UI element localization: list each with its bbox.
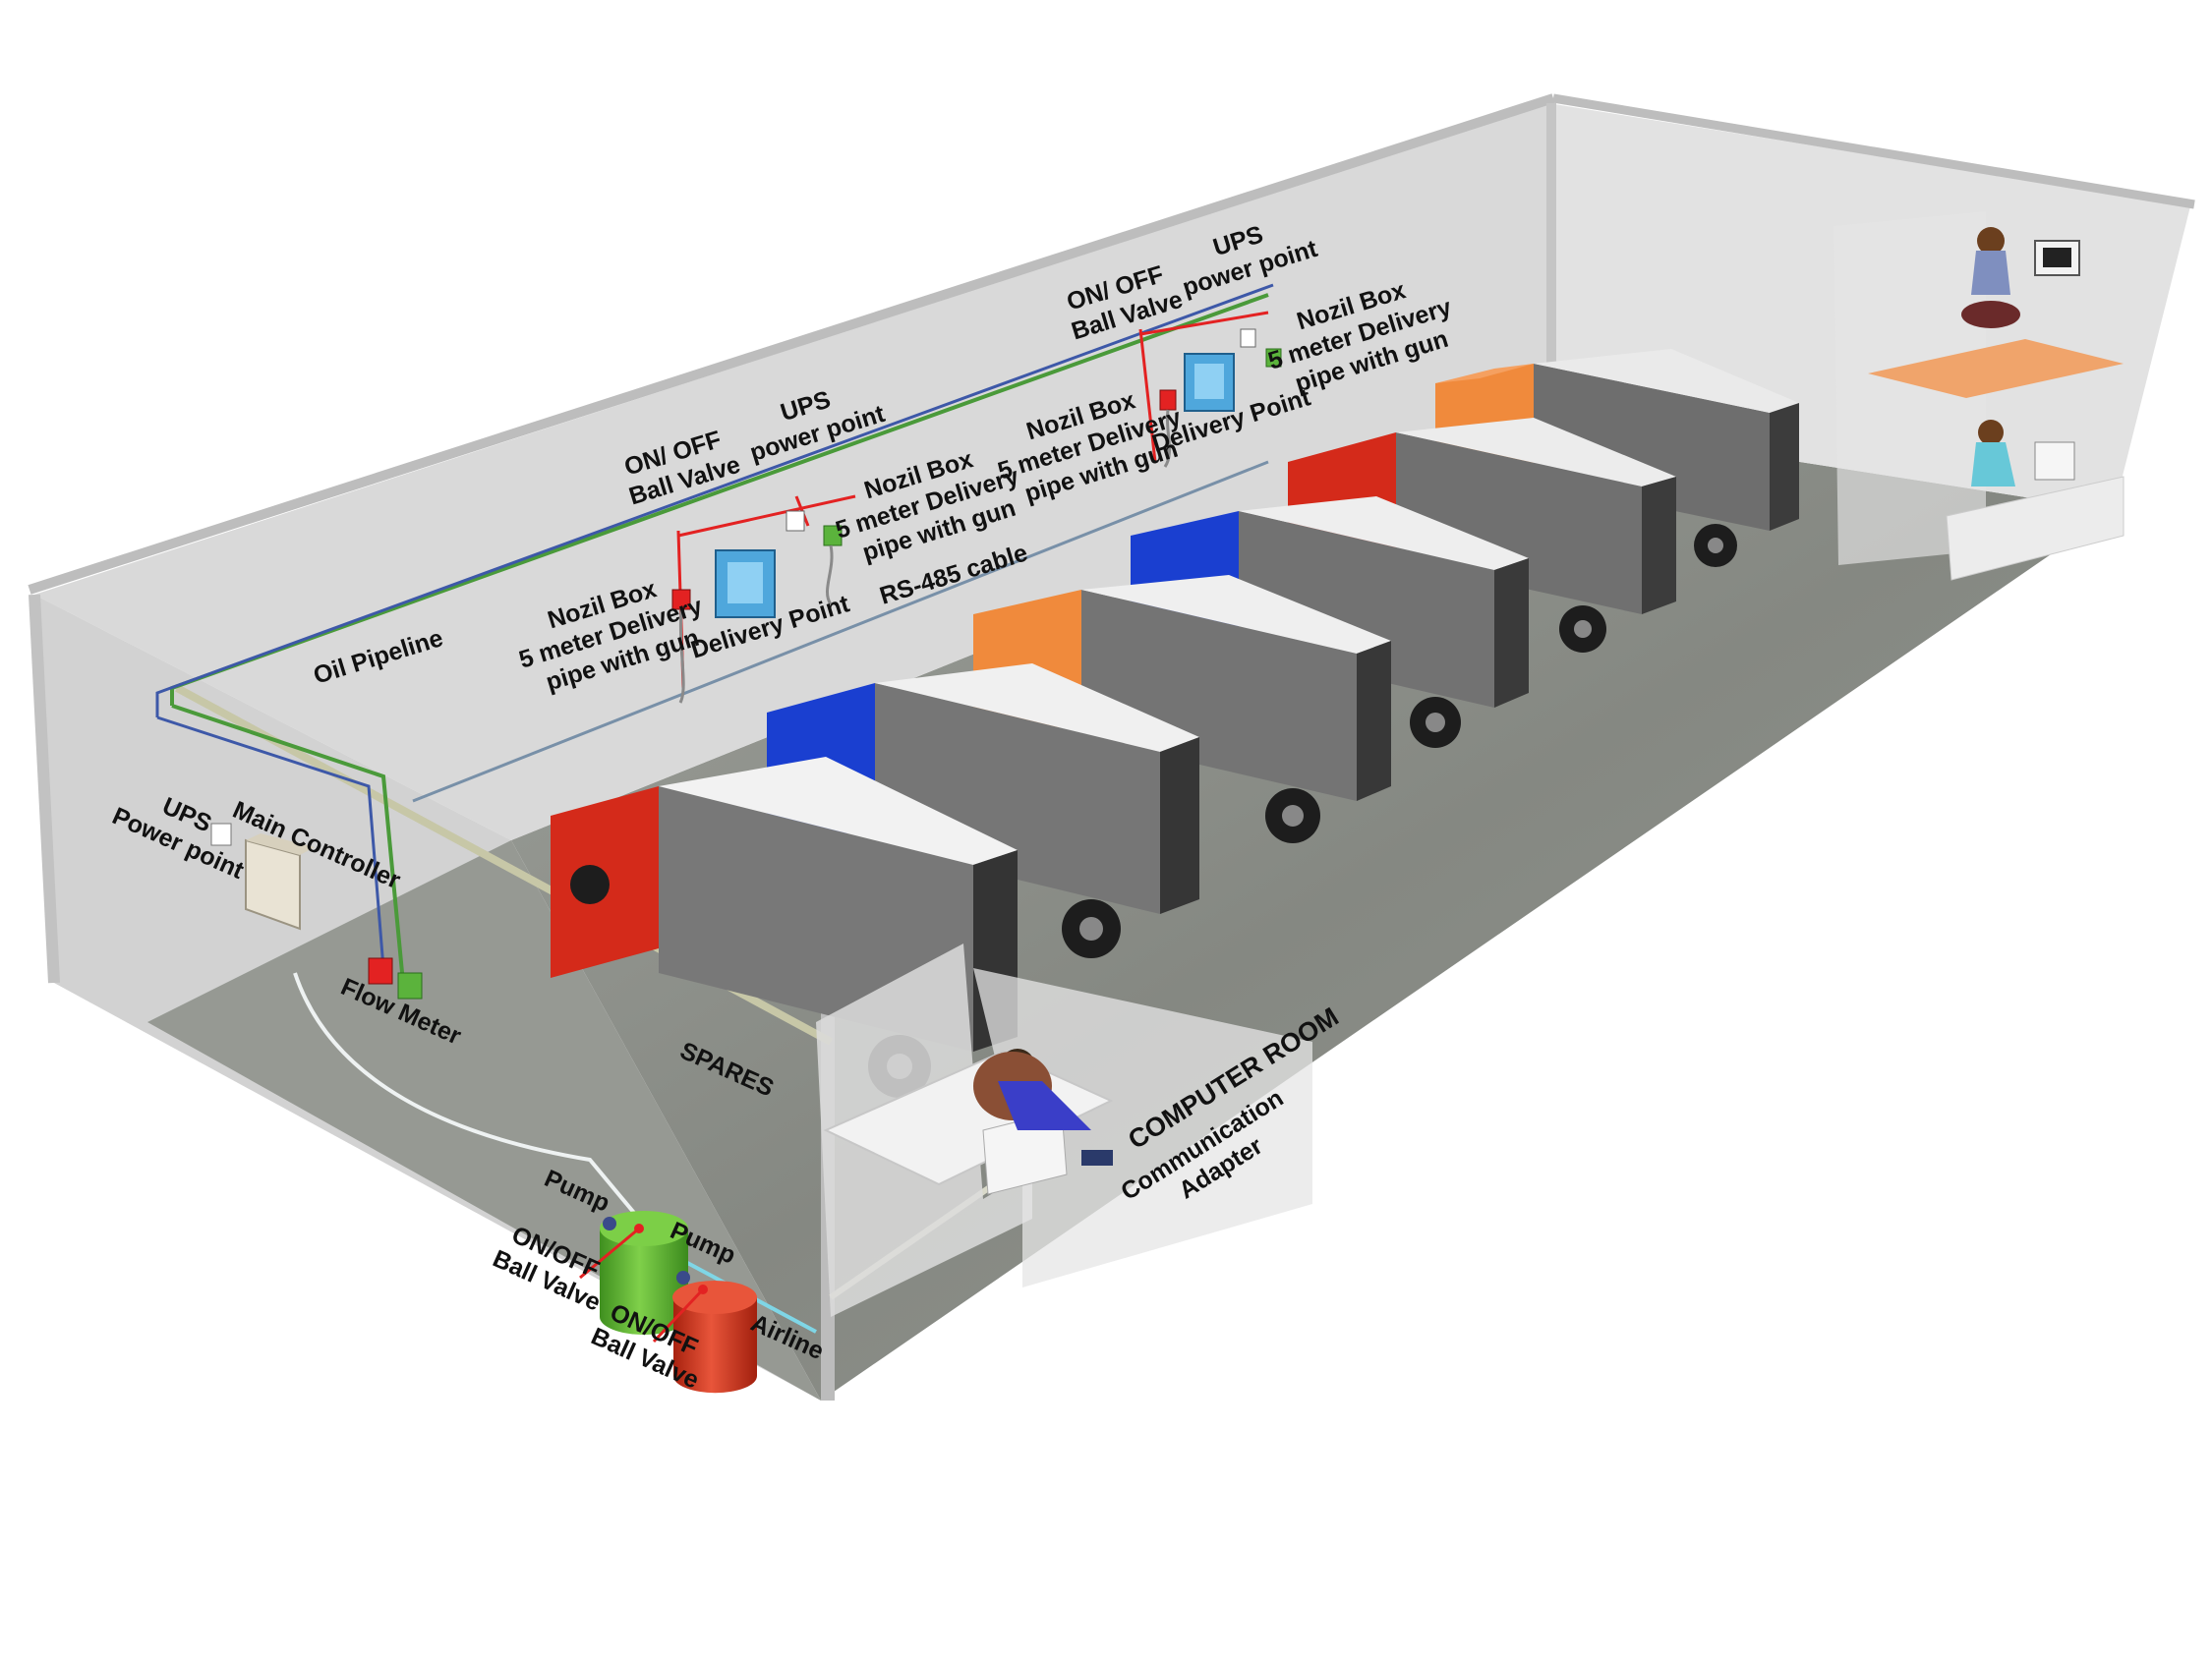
operator-body: [998, 1081, 1091, 1130]
nozil-box-2: [1265, 348, 1282, 368]
flow-meter-green: [397, 972, 423, 1000]
pump-2: [676, 1271, 690, 1285]
ups-power-point-2: [1240, 328, 1256, 348]
delivery-hose-2: [1163, 409, 1172, 468]
office-computer-lower: [2034, 441, 2075, 481]
storage-tanks: [579, 1211, 757, 1394]
office-chair: [1961, 301, 2020, 328]
right-wall-top-edge: [1552, 93, 2195, 209]
mezzanine-office: [1834, 211, 2125, 581]
corner-post-left: [29, 594, 60, 984]
oil-pipeline-upper: [155, 283, 1274, 717]
dispensing-station-2: [1138, 311, 1282, 468]
feed-pipe-green: [171, 704, 405, 984]
tank-red: [672, 1281, 757, 1394]
office-worker-lower: [1978, 420, 2004, 445]
ups-power-point-main: [210, 823, 232, 846]
flow-meter-red: [368, 957, 393, 985]
communication-adapter: [1081, 1150, 1113, 1166]
wiring-to-tanks: [293, 972, 641, 1221]
upper-floor-desk: [1868, 339, 2124, 398]
truck-fleet: [551, 349, 1799, 1098]
rs485-cable: [412, 460, 1269, 803]
dispensing-station-1: [671, 494, 856, 704]
nozil-box-1: [823, 525, 843, 546]
ups-power-point-1: [786, 510, 805, 532]
feed-pipe-blue: [156, 715, 385, 969]
delivery-hose-1b: [826, 544, 834, 605]
back-wall: [34, 103, 1548, 840]
main-controller: [245, 838, 301, 931]
pipelines: [155, 283, 1274, 1334]
pump-1: [603, 1217, 616, 1230]
office-worker: [1977, 227, 2005, 255]
lower-desk: [1946, 476, 2125, 581]
computer-room: [816, 944, 1312, 1317]
delivery-hose-1: [678, 608, 685, 704]
back-wall-top-edge: [28, 93, 1555, 595]
main-controller-area: [210, 823, 423, 1000]
